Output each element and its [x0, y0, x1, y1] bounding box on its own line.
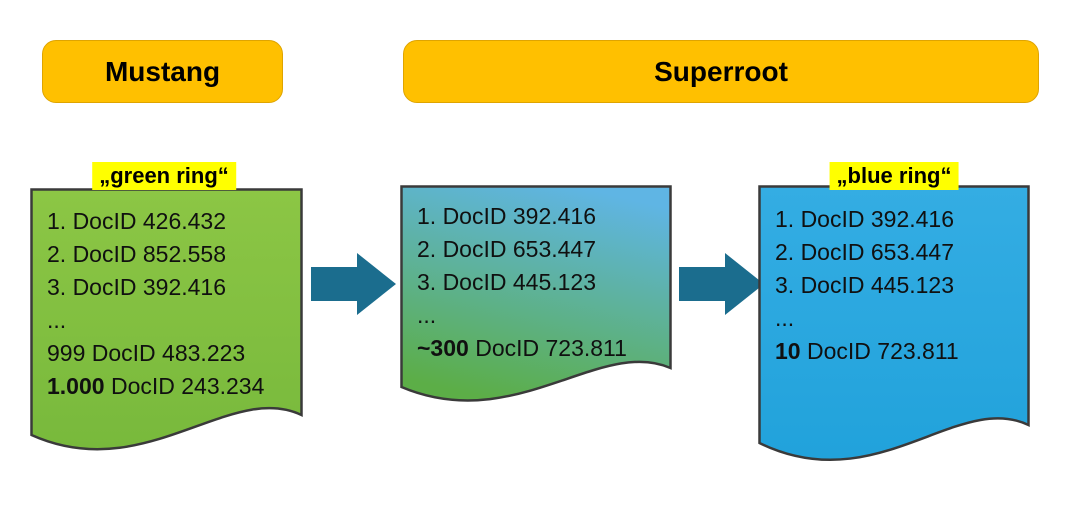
line-text: ... [417, 302, 437, 328]
arrow-shape [311, 253, 396, 315]
doc-list-line: 10 DocID 723.811 [775, 335, 1024, 368]
line-text: 1. DocID 426.432 [47, 208, 227, 234]
doc-list-line: 3. DocID 445.123 [775, 269, 1024, 302]
blue-document-shape [758, 185, 1030, 462]
line-text: 999 DocID 483.223 [47, 340, 246, 366]
line-bold: 1.000 [47, 373, 105, 399]
green-ring-card: 1. DocID 426.432 2. DocID 852.558 3. Doc… [30, 188, 303, 470]
doc-list-line: ... [775, 302, 1024, 335]
line-text: DocID 243.234 [104, 373, 265, 399]
doc-list-line: 1.000 DocID 243.234 [47, 370, 297, 403]
line-bold: 10 [775, 338, 801, 364]
line-text: 2. DocID 653.447 [775, 239, 955, 265]
superroot-merged-card: 1. DocID 392.416 2. DocID 653.447 3. Doc… [400, 185, 672, 427]
merged-doc-list: 1. DocID 392.416 2. DocID 653.447 3. Doc… [400, 185, 672, 365]
doc-list-line: ~300 DocID 723.811 [417, 332, 666, 365]
blue-doc-list: 1. DocID 392.416 2. DocID 653.447 3. Doc… [758, 185, 1030, 368]
line-text: DocID 723.811 [800, 338, 959, 364]
green-document-path [30, 188, 303, 451]
doc-list-line: 1. DocID 426.432 [47, 205, 297, 238]
doc-list-line: 3. DocID 445.123 [417, 266, 666, 299]
doc-list-line: 2. DocID 653.447 [417, 233, 666, 266]
line-text: 3. DocID 445.123 [417, 269, 597, 295]
line-text: DocID 723.811 [468, 335, 627, 361]
blue-document-path [758, 185, 1030, 462]
blue-ring-card: 1. DocID 392.416 2. DocID 653.447 3. Doc… [758, 185, 1030, 487]
flow-arrow-left-icon [311, 253, 396, 315]
green-document-shape [30, 188, 303, 451]
doc-list-line: ... [417, 299, 666, 332]
mustang-header-label: Mustang [104, 55, 221, 87]
superroot-header-label: Superroot [654, 55, 788, 87]
superroot-header: Superroot [403, 40, 1039, 103]
blue-ring-label: „blue ring“ [829, 162, 959, 190]
line-text: 1. DocID 392.416 [417, 203, 597, 229]
line-text: ... [775, 305, 795, 331]
doc-list-line: 3. DocID 392.416 [47, 271, 297, 304]
arrow-shape [679, 253, 764, 315]
gradient-document-shape [400, 185, 672, 402]
line-text: 2. DocID 653.447 [417, 236, 597, 262]
green-doc-list: 1. DocID 426.432 2. DocID 852.558 3. Doc… [30, 188, 303, 403]
flow-arrow-right-icon [679, 253, 764, 315]
line-text: 3. DocID 445.123 [775, 272, 955, 298]
doc-list-line: 1. DocID 392.416 [775, 203, 1024, 236]
doc-list-line: 2. DocID 653.447 [775, 236, 1024, 269]
line-bold: ~300 [417, 335, 469, 361]
line-text: 2. DocID 852.558 [47, 241, 227, 267]
doc-list-line: 1. DocID 392.416 [417, 200, 666, 233]
doc-list-line: 2. DocID 852.558 [47, 238, 297, 271]
mustang-header: Mustang [42, 40, 283, 103]
doc-list-line: 999 DocID 483.223 [47, 337, 297, 370]
line-text: 3. DocID 392.416 [47, 274, 227, 300]
doc-list-line: ... [47, 304, 297, 337]
line-text: ... [47, 307, 67, 333]
gradient-document-path [400, 185, 672, 402]
green-ring-label: „green ring“ [92, 162, 236, 190]
line-text: 1. DocID 392.416 [775, 206, 955, 232]
